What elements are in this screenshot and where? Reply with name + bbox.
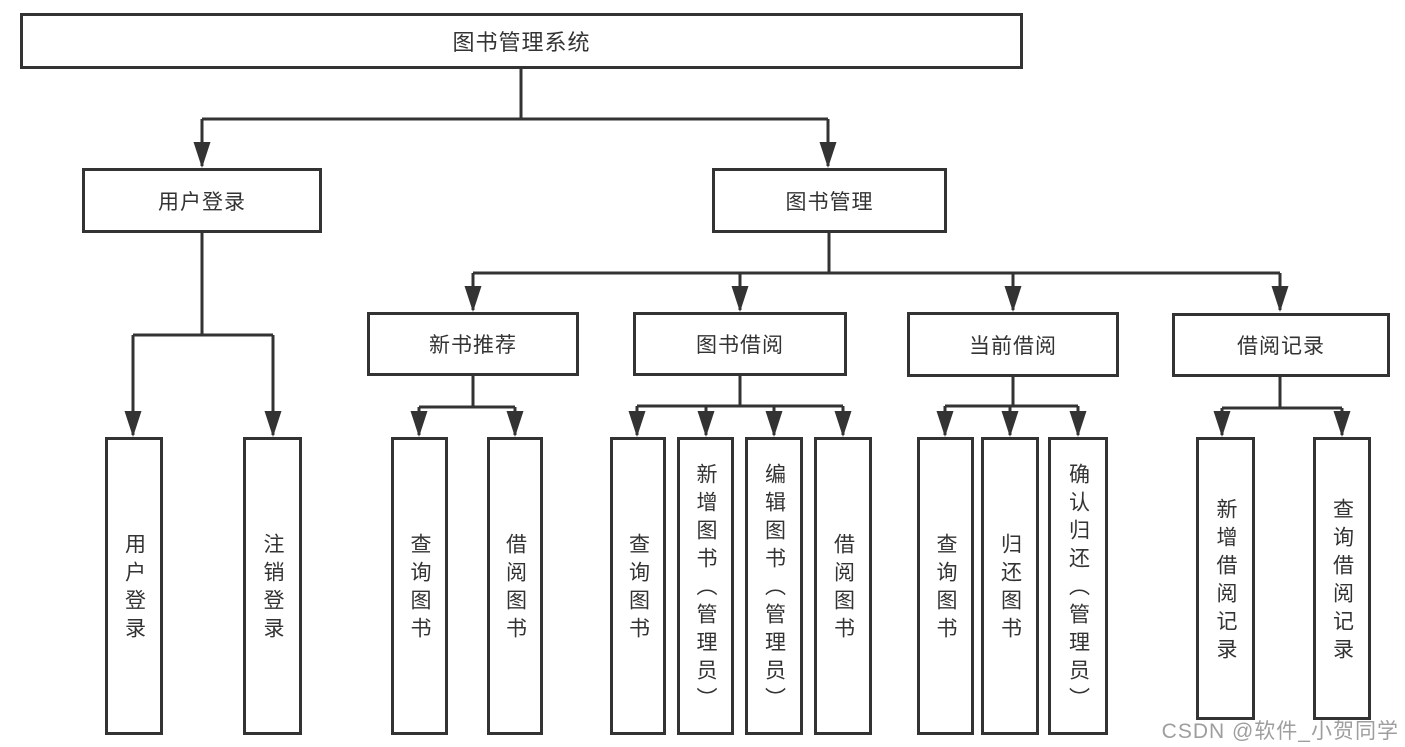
leaf-label: 查询图书 (408, 533, 431, 645)
leaf-label: 用户登录 (122, 533, 146, 645)
leaf-add-books-admin: 新增图书（管理员） (677, 437, 734, 735)
leaf-label: 查询图书 (934, 533, 957, 645)
leaf-add-borrow-record: 新增借阅记录 (1196, 437, 1255, 720)
node-borrowing-records: 借阅记录 (1172, 313, 1390, 377)
csdn-watermark: CSDN @软件_小贺同学 (1161, 720, 1399, 743)
node-root-label: 图书管理系统 (452, 30, 591, 55)
node-new-book-recommendation: 新书推荐 (367, 312, 579, 376)
leaf-label: 新增图书（管理员） (694, 463, 717, 715)
node-current-borrowing-label: 当前借阅 (969, 334, 1057, 358)
leaf-label: 归还图书 (998, 533, 1022, 645)
node-user-login: 用户登录 (82, 168, 322, 233)
leaf-label: 新增借阅记录 (1214, 497, 1237, 666)
leaf-label: 确认归还（管理员） (1066, 463, 1090, 715)
node-book-management: 图书管理 (712, 168, 947, 233)
node-new-book-recommendation-label: 新书推荐 (429, 334, 517, 357)
leaf-query-books-recommend: 查询图书 (391, 437, 448, 735)
node-book-management-label: 图书管理 (785, 190, 874, 214)
node-user-login-label: 用户登录 (158, 190, 246, 214)
leaf-borrow-books-recommend: 借阅图书 (487, 437, 543, 735)
node-current-borrowing: 当前借阅 (907, 312, 1119, 377)
leaf-confirm-return-admin: 确认归还（管理员） (1048, 437, 1108, 735)
node-root-system: 图书管理系统 (20, 13, 1023, 69)
leaf-label: 查询借阅记录 (1330, 497, 1354, 666)
leaf-label: 借阅图书 (503, 533, 527, 645)
leaf-query-borrow-record: 查询借阅记录 (1313, 437, 1371, 720)
node-book-borrowing-label: 图书借阅 (696, 334, 784, 357)
leaf-return-books: 归还图书 (981, 437, 1039, 735)
leaf-logout: 注销登录 (243, 437, 302, 735)
leaf-borrow-books-borrowing: 借阅图书 (814, 437, 872, 735)
leaf-user-login: 用户登录 (105, 437, 163, 735)
leaf-query-books-borrowing: 查询图书 (610, 437, 666, 735)
leaf-label: 借阅图书 (831, 533, 855, 645)
leaf-label: 查询图书 (626, 533, 650, 645)
node-book-borrowing: 图书借阅 (633, 312, 847, 376)
leaf-edit-books-admin: 编辑图书（管理员） (745, 437, 803, 735)
node-borrowing-records-label: 借阅记录 (1237, 335, 1325, 358)
leaf-query-books-current: 查询图书 (917, 437, 974, 735)
leaf-label: 编辑图书（管理员） (762, 463, 786, 715)
leaf-label: 注销登录 (261, 533, 284, 645)
